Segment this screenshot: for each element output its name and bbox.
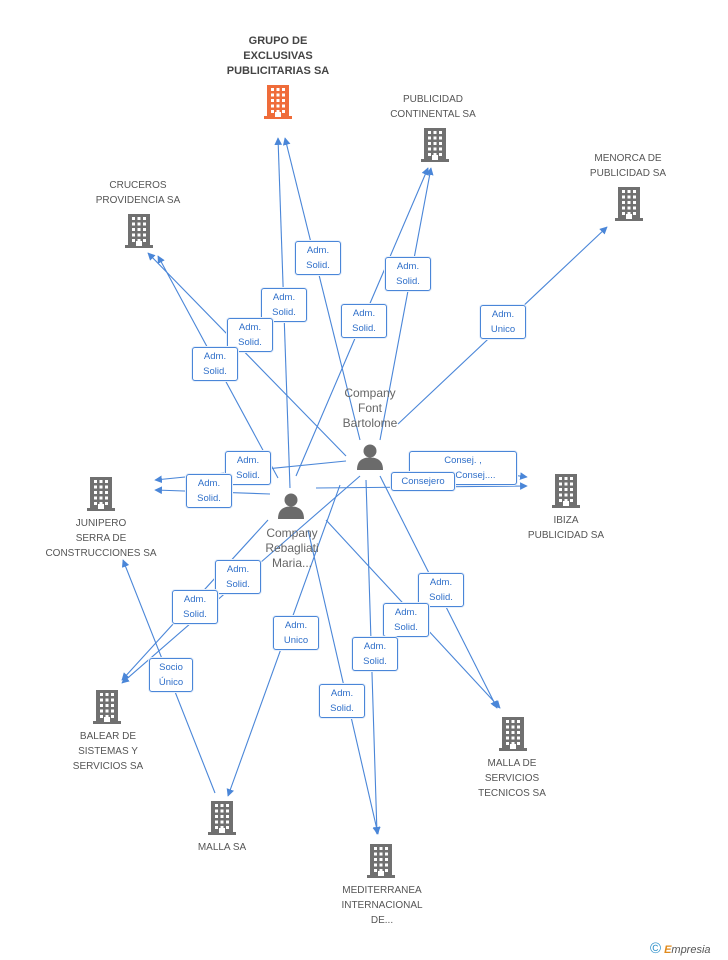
copyright-icon: © (650, 940, 662, 957)
company-building-icon[interactable] (125, 214, 153, 253)
company-label-junipero[interactable]: JUNIPERO SERRA DE CONSTRUCCIONES SA (45, 518, 157, 559)
company-label-malla[interactable]: MALLA SA (197, 842, 247, 853)
relation-label: Adm. Solid. (385, 257, 431, 291)
relation-label: Adm. Solid. (319, 684, 365, 718)
company-label-mediterranea[interactable]: MEDITERRANEA INTERNACIONAL DE... (341, 885, 423, 926)
relation-edge-1 (282, 137, 361, 441)
relation-label: Adm. Solid. (383, 603, 429, 637)
relation-label: Adm. Solid. (352, 637, 398, 671)
company-label-menorca[interactable]: MENORCA DE PUBLICIDAD SA (589, 153, 667, 179)
empresia-logo: Empresia (664, 944, 711, 956)
relation-label: Adm. Solid. (295, 241, 341, 275)
company-label-cruceros[interactable]: CRUCEROS PROVIDENCIA SA (95, 180, 181, 206)
company-label-balear[interactable]: BALEAR DE SISTEMAS Y SERVICIOS SA (72, 731, 144, 772)
company-building-icon[interactable] (367, 844, 395, 883)
company-building-icon[interactable] (264, 85, 292, 124)
company-label-grupo[interactable]: GRUPO DE EXCLUSIVAS PUBLICITARIAS SA (226, 35, 330, 77)
relation-label: Socio Único (149, 658, 193, 692)
company-label-continental[interactable]: PUBLICIDAD CONTINENTAL SA (390, 94, 476, 120)
company-building-icon[interactable] (615, 187, 643, 226)
relation-label: Adm. Solid. (215, 560, 261, 594)
company-building-icon[interactable] (87, 477, 115, 516)
company-building-icon[interactable] (93, 690, 121, 729)
relation-label: Adm. Solid. (225, 451, 271, 485)
company-building-icon[interactable] (421, 128, 449, 167)
company-building-icon[interactable] (499, 717, 527, 756)
relation-label: Adm. Solid. (186, 474, 232, 508)
relation-label: Adm. Solid. (227, 318, 273, 352)
company-building-icon[interactable] (552, 474, 580, 513)
relation-label: Consejero (391, 472, 455, 491)
relation-edge-6 (379, 167, 434, 441)
footer-brand: ©Empresia (650, 940, 711, 957)
relation-label: Adm. Solid. (418, 573, 464, 607)
relation-edge-3 (147, 252, 347, 457)
company-label-ibiza[interactable]: IBIZA PUBLICIDAD SA (527, 515, 605, 541)
company-label-malla_serv[interactable]: MALLA DE SERVICIOS TECNICOS SA (478, 758, 546, 799)
relation-label: Adm. Solid. (192, 347, 238, 381)
company-building-icon[interactable] (208, 801, 236, 840)
relation-edge-18 (307, 529, 381, 835)
relation-label: Adm. Solid. (261, 288, 307, 322)
relation-label: Adm. Solid. (341, 304, 387, 338)
person-icon[interactable] (356, 442, 384, 475)
person-icon[interactable] (277, 491, 305, 524)
person-label-rebagliati[interactable]: Company Rebagliati Maria... (265, 526, 319, 570)
person-label-font[interactable]: Company Font Bartolome (342, 386, 398, 430)
relation-label: Adm. Unico (273, 616, 319, 650)
relation-label: Adm. Solid. (172, 590, 218, 624)
relation-label: Adm. Unico (480, 305, 526, 339)
